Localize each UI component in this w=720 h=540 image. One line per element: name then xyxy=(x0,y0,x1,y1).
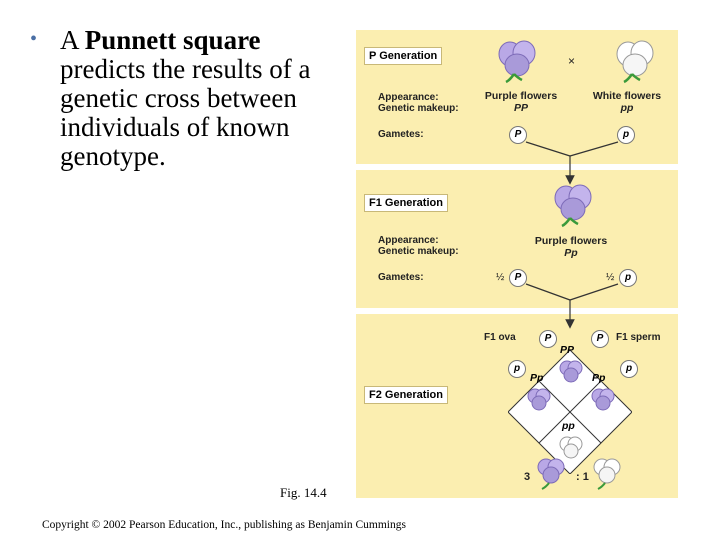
f1-ova-label: F1 ova xyxy=(484,332,516,343)
bullet-prefix: A xyxy=(60,25,85,55)
purple-flower-icon xyxy=(559,360,583,383)
p-gametes-label: Gametes: xyxy=(378,129,424,140)
sperm-gamete-P: P xyxy=(591,330,609,348)
f1-makeup-label: Genetic makeup: xyxy=(378,246,459,257)
ratio-right: : 1 xyxy=(576,471,589,483)
ratio-left: 3 xyxy=(524,471,531,483)
p-right-appearance: White flowers xyxy=(592,90,662,102)
cell-Pp-left: Pp xyxy=(530,372,544,384)
f1-purple-flower-icon xyxy=(554,184,592,228)
ova-gamete-p: p xyxy=(508,360,526,378)
punnett-figure: P Generation Appearance: Genetic makeup:… xyxy=(356,30,678,498)
p-appearance-label: Appearance: xyxy=(378,92,439,103)
bullet-text: A Punnett square predicts the results of… xyxy=(60,26,340,171)
p-makeup-label: Genetic makeup: xyxy=(378,103,459,114)
white-flower-icon xyxy=(559,436,583,459)
purple-flower-icon xyxy=(591,388,615,411)
p-generation-label: P Generation xyxy=(364,47,443,65)
f1-half-right: ½ xyxy=(606,272,615,283)
figure-label: Fig. 14.4 xyxy=(280,485,327,500)
f2-generation-label: F2 Generation xyxy=(364,386,448,404)
purple-flower-icon xyxy=(498,40,536,84)
bullet-rest: predicts the results of a genetic cross … xyxy=(60,54,311,171)
punnett-square: PP Pp Pp pp xyxy=(508,344,632,474)
p-right-makeup: pp xyxy=(620,102,634,114)
cell-Pp-right: Pp xyxy=(592,372,606,384)
ova-gamete-P: P xyxy=(539,330,557,348)
cell-pp: pp xyxy=(562,420,575,432)
f1-gamete-right: p xyxy=(619,269,637,287)
p-left-gamete: P xyxy=(509,126,527,144)
p-left-appearance: Purple flowers xyxy=(484,90,558,102)
f1-sperm-label: F1 sperm xyxy=(616,332,661,343)
purple-flower-icon xyxy=(537,458,565,490)
f1-generation-label: F1 Generation xyxy=(364,194,448,212)
f1-gametes-label: Gametes: xyxy=(378,272,424,283)
p-right-gamete: p xyxy=(617,126,635,144)
p-left-makeup: PP xyxy=(513,102,528,114)
copyright-notice: Copyright © 2002 Pearson Education, Inc.… xyxy=(42,519,406,531)
white-flower-icon xyxy=(593,458,621,490)
f1-gamete-left: P xyxy=(509,269,527,287)
connector-arrows xyxy=(525,141,619,329)
cell-PP: PP xyxy=(560,344,575,356)
f1-makeup: Pp xyxy=(564,247,578,259)
bullet-symbol: • xyxy=(30,28,38,50)
f1-appearance: Purple flowers xyxy=(534,235,608,247)
bullet-bold-term: Punnett square xyxy=(84,25,261,55)
white-flower-icon xyxy=(616,40,654,84)
f1-half-left: ½ xyxy=(496,272,505,283)
sperm-gamete-p: p xyxy=(620,360,638,378)
f1-appearance-label: Appearance: xyxy=(378,235,439,246)
cross-symbol: × xyxy=(568,54,576,68)
purple-flower-icon xyxy=(527,388,551,411)
